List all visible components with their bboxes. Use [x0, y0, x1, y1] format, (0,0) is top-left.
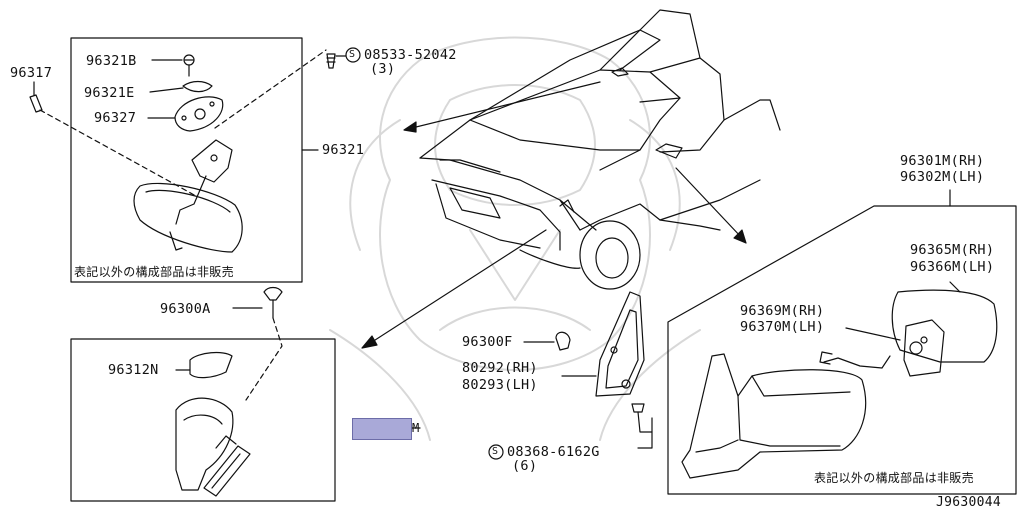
- vehicle-illustration: [419, 9, 781, 290]
- outer-mirror-note: 表記以外の構成部品は非販売: [814, 471, 974, 485]
- pin-96317: [29, 94, 43, 113]
- watermark-emblem: [329, 36, 701, 441]
- outer-mirror-frame: [667, 205, 1017, 495]
- base-96327: [174, 96, 224, 132]
- label-96301m-rh: 96301M(RH): [900, 153, 985, 169]
- highlight-label: M: [412, 421, 420, 435]
- label-96302m-lh: 96302M(LH): [900, 169, 985, 185]
- inner-mirror-frame: [70, 338, 336, 502]
- label-96370m-lh: 96370M(LH): [740, 319, 825, 335]
- room-mirror-body: [191, 139, 233, 183]
- label-80292-rh: 80292(RH): [462, 360, 538, 376]
- label-96317: 96317: [10, 65, 53, 81]
- label-96327: 96327: [94, 110, 137, 126]
- part-number-highlight: [352, 418, 412, 440]
- corner-trim: [595, 291, 645, 397]
- cover-96321e: [182, 80, 213, 93]
- label-96312n: 96312N: [108, 362, 159, 378]
- label-96365m-rh: 96365M(RH): [910, 242, 995, 258]
- label-08368-6162g: 08368-6162G: [507, 444, 600, 460]
- bolt-96321b: [183, 54, 195, 77]
- label-96300a: 96300A: [160, 301, 211, 317]
- label-bolt-qty: (6): [512, 458, 538, 474]
- screw-symbol-circle: [345, 47, 361, 63]
- room-mirror-glass: [133, 182, 243, 253]
- callout-arrows: [361, 81, 747, 349]
- room-mirror-frame: [70, 37, 303, 283]
- screw-symbol: S: [349, 49, 356, 60]
- mirror-actuator: [819, 319, 945, 377]
- label-screw-qty: (3): [370, 61, 396, 77]
- mirror-glass: [891, 289, 998, 363]
- screw-08533: [326, 53, 336, 69]
- diagram-id: J9630044: [936, 495, 1002, 510]
- label-96321e: 96321E: [84, 85, 135, 101]
- bolt-08368: [631, 403, 653, 433]
- bolt-symbol: S: [492, 446, 499, 457]
- label-96321: 96321: [322, 142, 365, 158]
- label-96300f: 96300F: [462, 334, 513, 350]
- mirror-housing: [681, 353, 867, 479]
- bolt-symbol-circle: [488, 444, 504, 460]
- label-80293-lh: 80293(LH): [462, 377, 538, 393]
- gasket: [203, 445, 251, 497]
- label-08533-52042: 08533-52042: [364, 47, 457, 63]
- clip-96300a: [263, 286, 283, 319]
- inner-cover: [175, 397, 234, 491]
- label-96369m-rh: 96369M(RH): [740, 303, 825, 319]
- cap-96312n: [189, 351, 233, 379]
- room-mirror-note: 表記以外の構成部品は非販売: [74, 265, 234, 279]
- label-96321b: 96321B: [86, 53, 137, 69]
- label-96366m-lh: 96366M(LH): [910, 259, 995, 275]
- clip-96300f: [555, 331, 571, 351]
